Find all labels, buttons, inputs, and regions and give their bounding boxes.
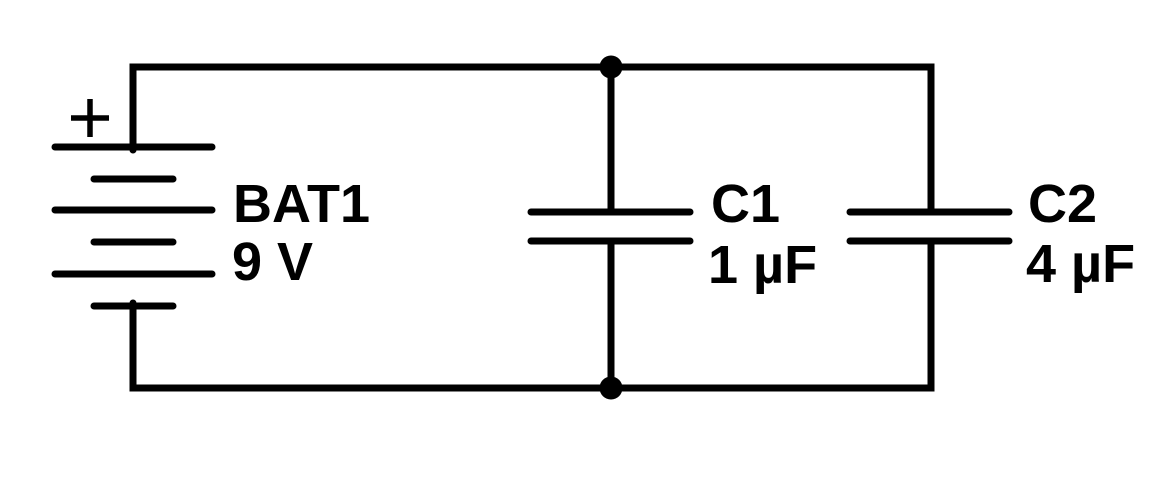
c2-ref-label: C2 (1028, 174, 1097, 234)
c1-ref-label: C1 (711, 174, 780, 234)
battery-bat1: BAT1 9 V (51, 99, 370, 310)
capacitor-c1: C1 1 µF (527, 174, 817, 295)
junction-dot-top (599, 55, 623, 79)
battery-ref-label: BAT1 (233, 174, 370, 234)
junction-dot-bottom (599, 376, 623, 400)
wires (129, 63, 935, 392)
plus-polarity-icon (71, 99, 109, 137)
wire-top-rail (129, 63, 935, 216)
capacitor-c2: C2 4 µF (846, 174, 1135, 294)
c1-value-label: 1 µF (708, 235, 817, 295)
junction-dots (599, 55, 623, 400)
c2-value-label: 4 µF (1026, 234, 1135, 294)
wire-bottom-rail (129, 237, 935, 392)
battery-value-label: 9 V (232, 232, 313, 292)
